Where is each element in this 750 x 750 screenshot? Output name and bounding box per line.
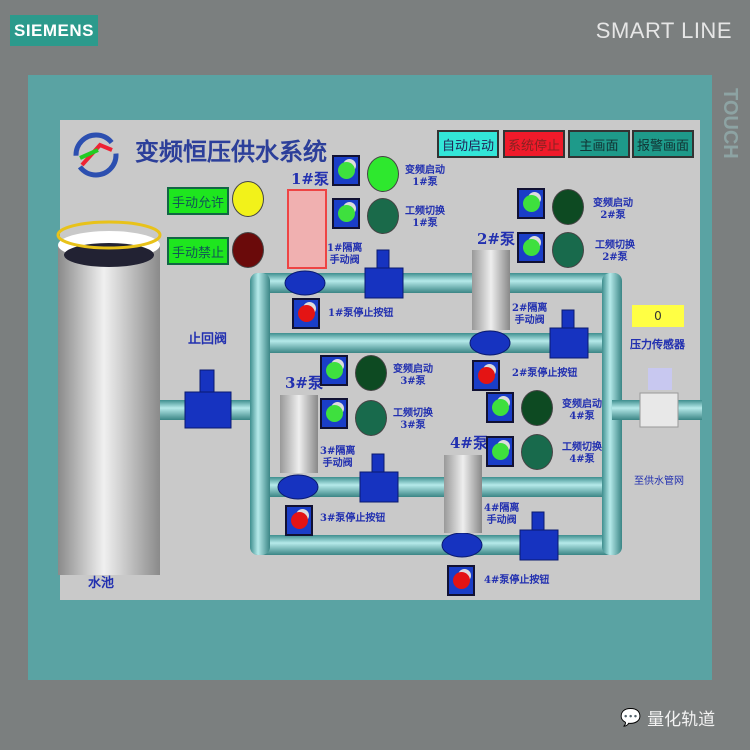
pump4-label: 4#泵 (450, 434, 489, 452)
pressure-sensor-label: 压力传感器 (630, 338, 685, 351)
manual-allow-button[interactable]: 手动允许 (167, 187, 229, 215)
page-title: 变频恒压供水系统 (135, 137, 327, 166)
pump1-valve-label: 1#隔离 手动阀 (327, 243, 363, 266)
pump2-vf-switch[interactable] (517, 188, 545, 219)
pump2-vf-label: 变频启动 2#泵 (593, 198, 633, 221)
company-logo (73, 132, 119, 178)
pump3-stop-button[interactable] (285, 505, 313, 536)
touch-label: TOUCH (719, 88, 741, 159)
check-valve (184, 369, 232, 429)
pump3-pf-switch[interactable] (320, 398, 348, 429)
wechat-icon: 💬 (620, 707, 642, 728)
pump2-isolation-valve (549, 309, 589, 359)
pump1-pf-label: 工频切换 1#泵 (405, 206, 445, 229)
pump3-pf-label: 工频切换 3#泵 (393, 408, 433, 431)
pump4-pf-label: 工频切换 4#泵 (562, 442, 602, 465)
pump3-vf-switch[interactable] (320, 355, 348, 386)
pump1-label: 1#泵 (291, 170, 330, 188)
pump1-vf-lamp (367, 156, 399, 192)
pump3-pf-lamp (355, 400, 387, 436)
alarm-screen-button[interactable]: 报警画面 (632, 130, 694, 158)
pump1-pf-switch[interactable] (332, 198, 360, 229)
pump1-vf-label: 变频启动 1#泵 (405, 165, 445, 188)
model-label: SMART LINE (595, 18, 732, 43)
check-valve-label: 止回阀 (188, 332, 228, 347)
system-stop-button[interactable]: 系统停止 (503, 130, 565, 158)
pressure-display: 0 (632, 305, 684, 327)
pump2-stop-button[interactable] (472, 360, 500, 391)
pump2-pf-label: 工频切换 2#泵 (595, 240, 635, 263)
pump4-vf-lamp (521, 390, 553, 426)
pump4-vf-label: 变频启动 4#泵 (562, 399, 602, 422)
pump1-isolation-valve (364, 249, 404, 299)
pipe-network (160, 273, 702, 555)
pump3-vf-lamp (355, 355, 387, 391)
pump4-pf-switch[interactable] (486, 436, 514, 467)
water-tank (56, 220, 162, 575)
manual-forbid-button[interactable]: 手动禁止 (167, 237, 229, 265)
pump2-motor (472, 250, 510, 330)
pressure-sensor (639, 368, 679, 428)
pump2-valve-label: 2#隔离 手动阀 (512, 303, 548, 326)
pump4-vf-switch[interactable] (486, 392, 514, 423)
pump1-stop-label: 1#泵停止按钮 (328, 308, 394, 319)
manual-forbid-lamp (232, 232, 264, 268)
auto-start-button[interactable]: 自动启动 (437, 130, 499, 158)
pump4-isolation-valve (519, 511, 559, 561)
manual-allow-lamp (232, 181, 264, 217)
pump4-valve-label: 4#隔离 手动阀 (484, 503, 520, 526)
pump1-stop-button[interactable] (292, 298, 320, 329)
pump3-valve-label: 3#隔离 手动阀 (320, 446, 356, 469)
pump3-motor (280, 395, 318, 473)
siemens-logo: SIEMENS (10, 15, 98, 46)
pump2-label: 2#泵 (477, 230, 516, 248)
pump4-stop-button[interactable] (447, 565, 475, 596)
main-screen-button[interactable]: 主画面 (568, 130, 630, 158)
pump2-pf-switch[interactable] (517, 232, 545, 263)
pump1-motor (287, 189, 327, 269)
pump2-vf-lamp (552, 189, 584, 225)
tank-label: 水池 (88, 576, 115, 591)
pump1-pf-lamp (367, 198, 399, 234)
pump4-stop-label: 4#泵停止按钮 (484, 575, 550, 586)
pump3-stop-label: 3#泵停止按钮 (320, 513, 386, 524)
watermark-text: 量化轨道 (647, 710, 716, 730)
pump3-vf-label: 变频启动 3#泵 (393, 364, 433, 387)
outlet-label: 至供水管网 (634, 476, 684, 487)
pump1-vf-switch[interactable] (332, 155, 360, 186)
pump3-label: 3#泵 (285, 374, 324, 392)
pump3-isolation-valve (359, 453, 399, 503)
watermark: 💬 量化轨道 (620, 705, 716, 731)
pump2-stop-label: 2#泵停止按钮 (512, 368, 578, 379)
pump2-pf-lamp (552, 232, 584, 268)
pump4-motor (444, 455, 482, 533)
pump4-pf-lamp (521, 434, 553, 470)
